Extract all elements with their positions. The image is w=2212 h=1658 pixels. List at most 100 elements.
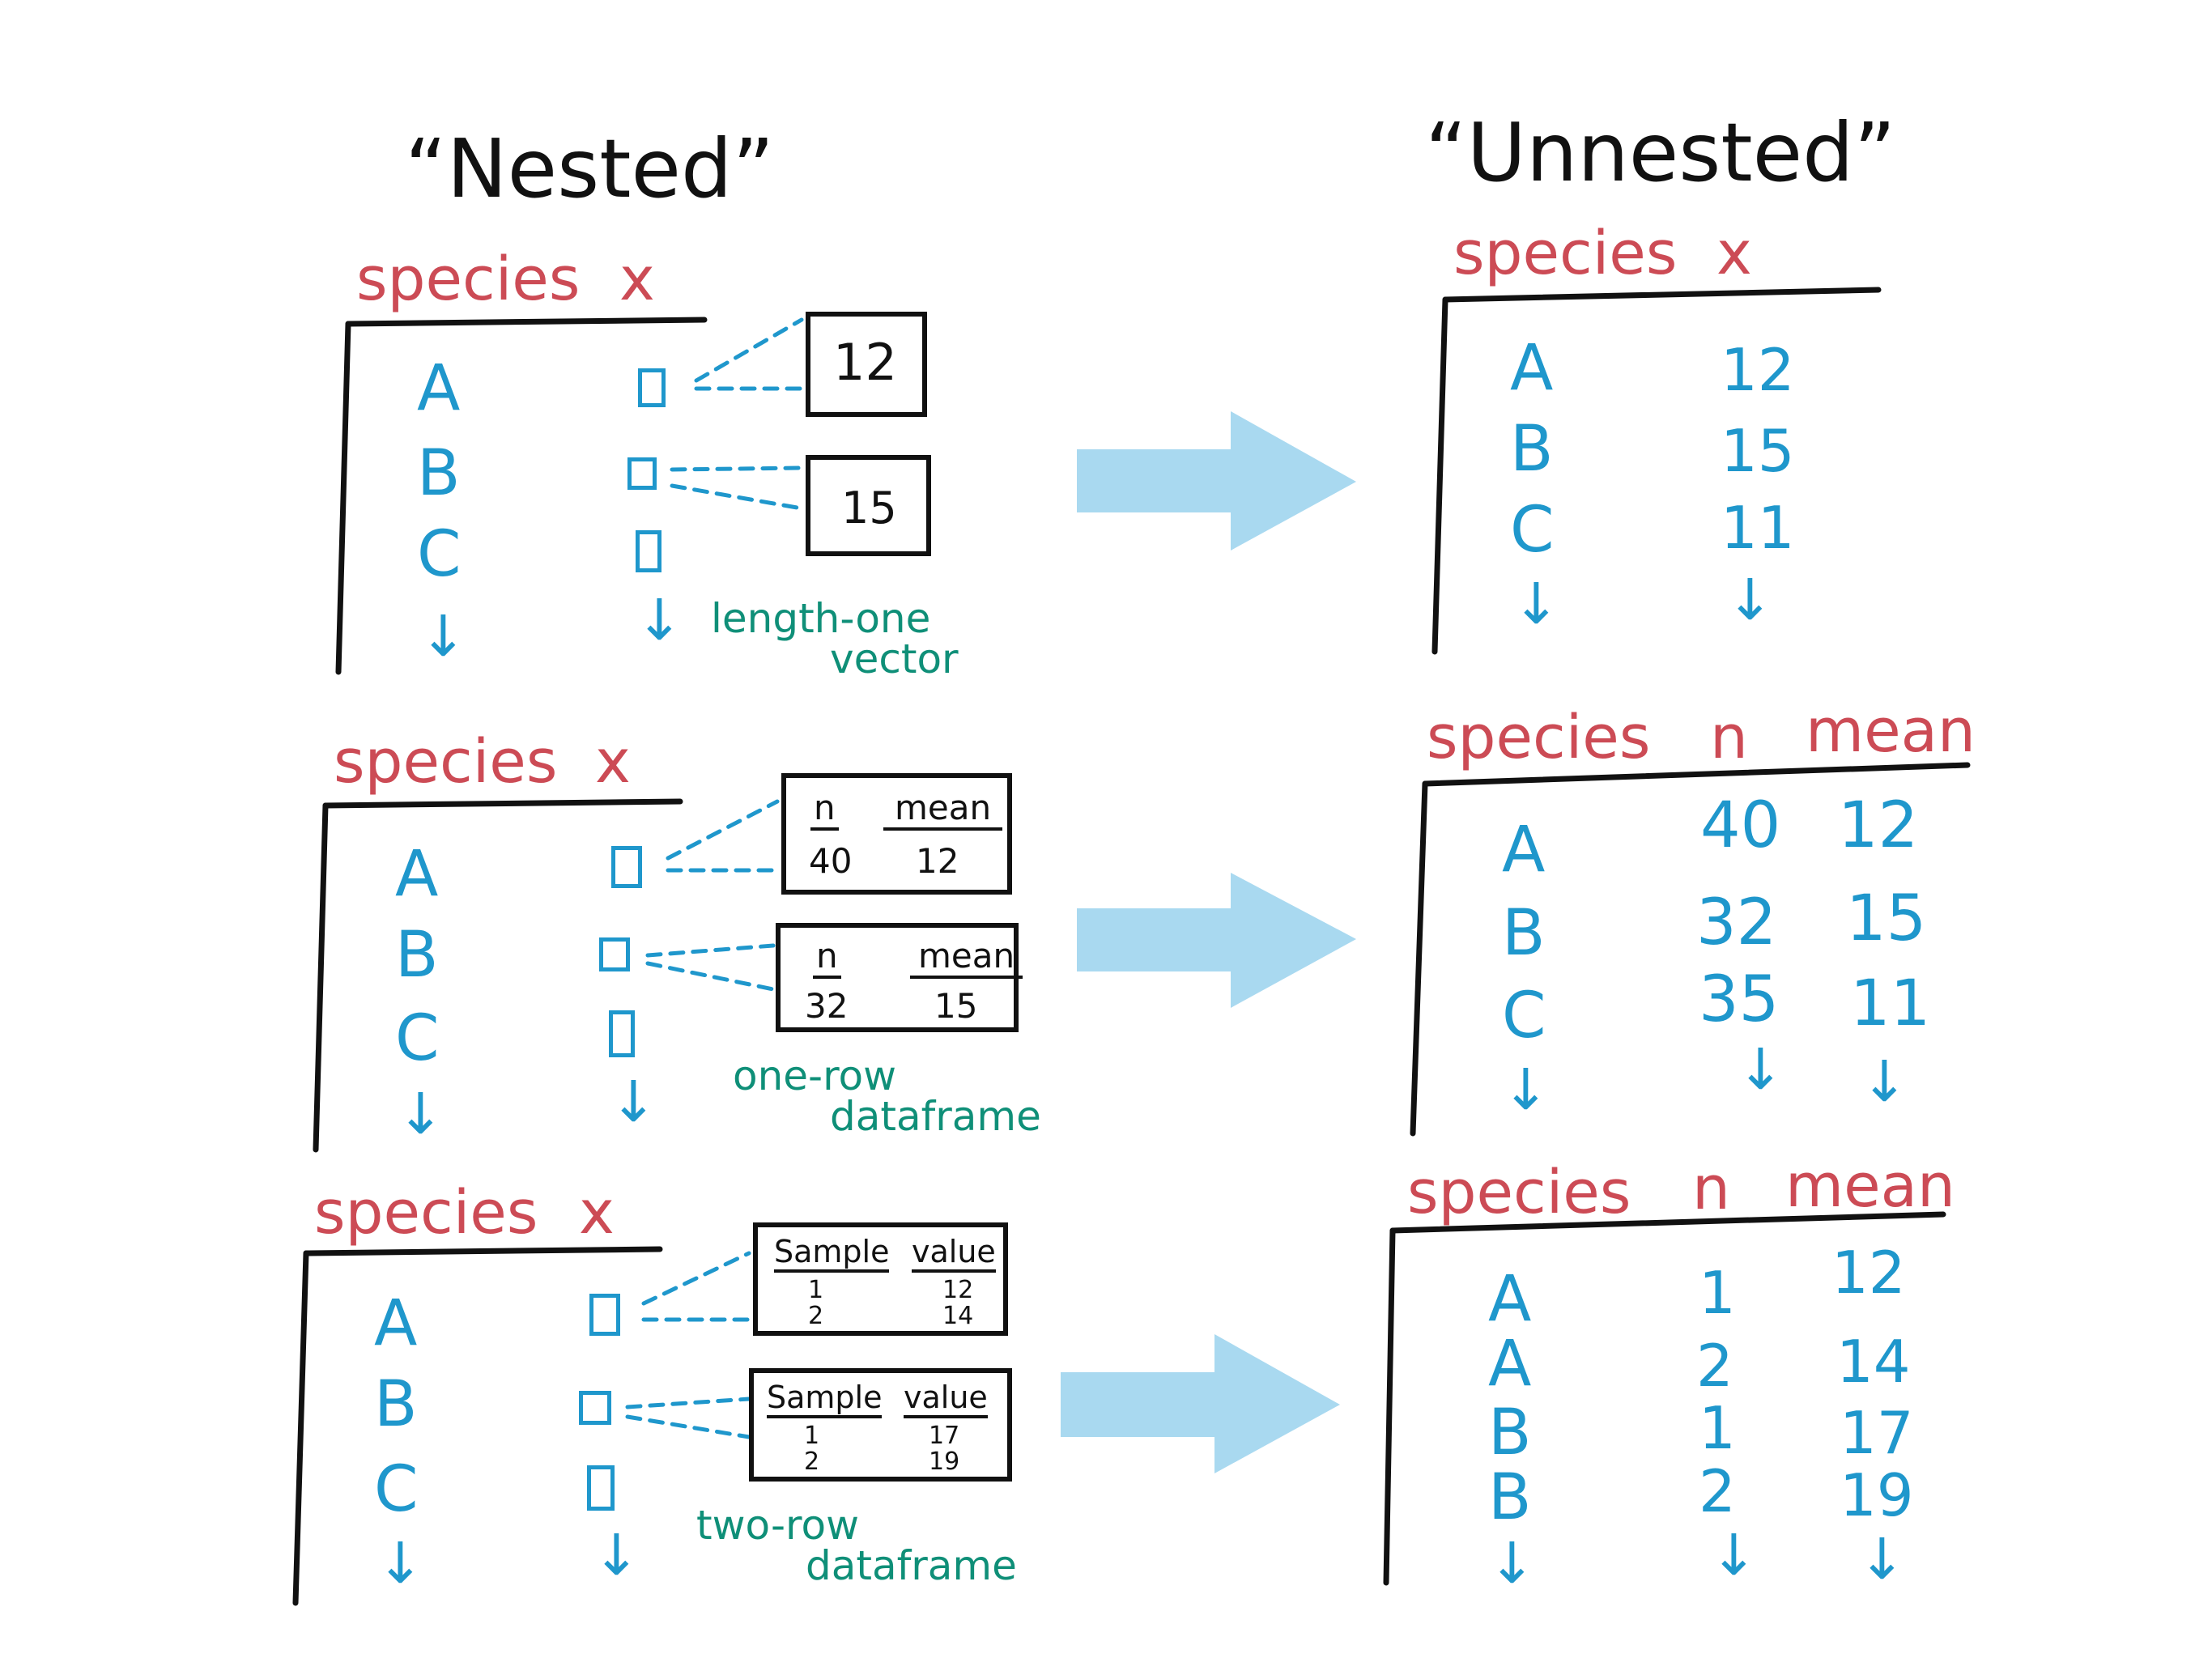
nested-1-species-arrow: ↓ (419, 603, 467, 670)
unnested-1-r3-x: 11 (1721, 494, 1795, 562)
unnested-3-r1-n: 1 (1699, 1259, 1736, 1327)
nested-3-header-x: x (579, 1178, 615, 1248)
unnested-2-n-arrow: ↓ (1737, 1036, 1784, 1103)
unnested-1-r2-x: 15 (1721, 417, 1795, 485)
nested-1-note-line1: length-one (711, 595, 931, 642)
unnested-2-r3-species: C (1502, 980, 1546, 1052)
unnested-2-header-mean: mean (1806, 696, 1976, 766)
nested-2-note-line1: one-row (733, 1052, 897, 1099)
unnested-2-mean-arrow: ↓ (1861, 1048, 1908, 1115)
unnested-3-r1-mean: 12 (1831, 1239, 1906, 1307)
nested-3-box-a-col-value: value (912, 1234, 996, 1273)
nested-3-box-b: Sample value 1 17 2 19 (749, 1368, 1012, 1482)
unnested-3-header-mean: mean (1785, 1151, 1955, 1221)
nested-2-species-arrow: ↓ (397, 1081, 445, 1147)
nested-2-box-b-col-mean: mean (910, 936, 1023, 979)
unnested-3-r3-mean: 17 (1840, 1399, 1914, 1467)
nested-3-box-a-r1-sample: 1 (808, 1276, 824, 1304)
nested-3-box-a-r2-value: 14 (942, 1302, 974, 1330)
nested-3-box-b-col-sample: Sample (767, 1380, 883, 1418)
nested-3-species-a: A (374, 1287, 418, 1360)
nested-1-species-b: B (417, 437, 461, 510)
nested-3-box-b-r1-sample: 1 (804, 1422, 820, 1450)
nested-3-x-cell-a (589, 1294, 620, 1336)
nested-2-box-b-mean: 15 (934, 986, 978, 1026)
nested-3-box-b-r2-value: 19 (929, 1448, 960, 1476)
nested-1-header-x: x (619, 244, 655, 314)
nested-1-x-cell-a (638, 368, 666, 407)
unnested-1-r1-x: 12 (1721, 336, 1795, 404)
unnested-2-species-arrow: ↓ (1502, 1056, 1550, 1123)
nested-1-x-arrow: ↓ (636, 587, 683, 653)
nested-3-box-b-col-value: value (904, 1380, 988, 1418)
nested-2-x-arrow: ↓ (610, 1069, 657, 1135)
unnested-2-header-species: species (1427, 703, 1651, 772)
nested-1-species-c: C (417, 518, 462, 591)
nested-3-note-line2: dataframe (806, 1542, 1017, 1589)
nested-3-box-b-r2-sample: 2 (804, 1448, 820, 1476)
unnested-3-r3-n: 1 (1699, 1394, 1736, 1462)
unnested-1-r1-species: A (1510, 332, 1554, 405)
unnested-2-r1-mean: 12 (1838, 789, 1919, 862)
unnested-3-mean-arrow: ↓ (1858, 1526, 1906, 1592)
nested-3-box-a-col-sample: Sample (774, 1234, 890, 1273)
unnested-3-r1-species: A (1488, 1263, 1532, 1336)
unnested-3-species-arrow: ↓ (1488, 1530, 1536, 1596)
unnested-3-r4-n: 2 (1699, 1457, 1736, 1525)
nested-2-species-c: C (395, 1002, 440, 1075)
nested-1-box-b-value: 15 (841, 483, 897, 534)
nested-2-header-x: x (595, 727, 631, 797)
nested-1-species-a: A (417, 352, 461, 425)
nested-2-x-cell-c (609, 1010, 635, 1057)
nested-3-box-a-r2-sample: 2 (808, 1302, 824, 1330)
nested-2-box-a-mean: 12 (916, 841, 959, 881)
nested-2-species-b: B (395, 919, 439, 992)
unnested-3-r2-mean: 14 (1836, 1328, 1911, 1396)
unnested-1-species-arrow: ↓ (1512, 571, 1560, 637)
nested-2-box-b-n: 32 (805, 986, 849, 1026)
nested-1-x-cell-b (627, 457, 657, 490)
unnested-2-r2-n: 32 (1696, 886, 1777, 959)
unnested-2-r2-mean: 15 (1846, 882, 1927, 955)
arrows (1061, 411, 1356, 1473)
nested-3-x-cell-b (579, 1391, 611, 1425)
nested-2-box-a-col-mean: mean (883, 788, 1003, 831)
unnested-2-r3-mean: 11 (1850, 967, 1931, 1040)
nested-2-note-line2: dataframe (830, 1093, 1041, 1140)
unnested-3-r4-species: B (1488, 1461, 1532, 1534)
unnested-3-r2-n: 2 (1696, 1332, 1733, 1400)
nested-3-note-line1: two-row (696, 1502, 860, 1549)
nested-3-header-species: species (314, 1178, 538, 1248)
unnested-2-r1-n: 40 (1700, 789, 1781, 862)
nested-2-box-a-col-n: n (810, 788, 839, 831)
unnested-3-r4-mean: 19 (1840, 1461, 1914, 1529)
unnested-3-r3-species: B (1488, 1397, 1532, 1469)
unnested-3-header-n: n (1692, 1154, 1730, 1223)
nested-3-species-b: B (374, 1368, 418, 1441)
nested-3-box-b-r1-value: 17 (929, 1422, 960, 1450)
nested-2-x-cell-b (599, 937, 630, 971)
nested-1-box-a: 12 (806, 312, 927, 417)
unnested-3-r2-species: A (1488, 1328, 1532, 1401)
nested-2-species-a: A (395, 838, 439, 911)
unnested-3-header-species: species (1407, 1158, 1631, 1227)
nested-2-box-a-n: 40 (809, 841, 853, 881)
unnested-2-header-n: n (1710, 703, 1748, 772)
nested-1-header-species: species (356, 244, 581, 314)
unnested-2-r2-species: B (1502, 897, 1546, 970)
nested-1-box-b: 15 (806, 455, 931, 556)
nested-3-species-c: C (374, 1453, 419, 1526)
nested-3-species-arrow: ↓ (376, 1530, 424, 1596)
nested-2-box-b: n mean 32 15 (776, 923, 1023, 1032)
nested-3-box-a-r1-value: 12 (942, 1276, 974, 1304)
nested-title: “Nested” (405, 121, 775, 216)
nested-2-x-cell-a (611, 846, 642, 888)
unnested-title: “Unnested” (1425, 105, 1896, 200)
unnested-1-x-arrow: ↓ (1726, 567, 1774, 633)
nested-1-note-line2: vector (830, 636, 959, 682)
nested-1-x-cell-c (636, 530, 661, 572)
nested-2-box-b-col-n: n (813, 936, 841, 979)
nested-3-x-cell-c (587, 1465, 615, 1511)
unnested-2-r3-n: 35 (1699, 963, 1780, 1036)
